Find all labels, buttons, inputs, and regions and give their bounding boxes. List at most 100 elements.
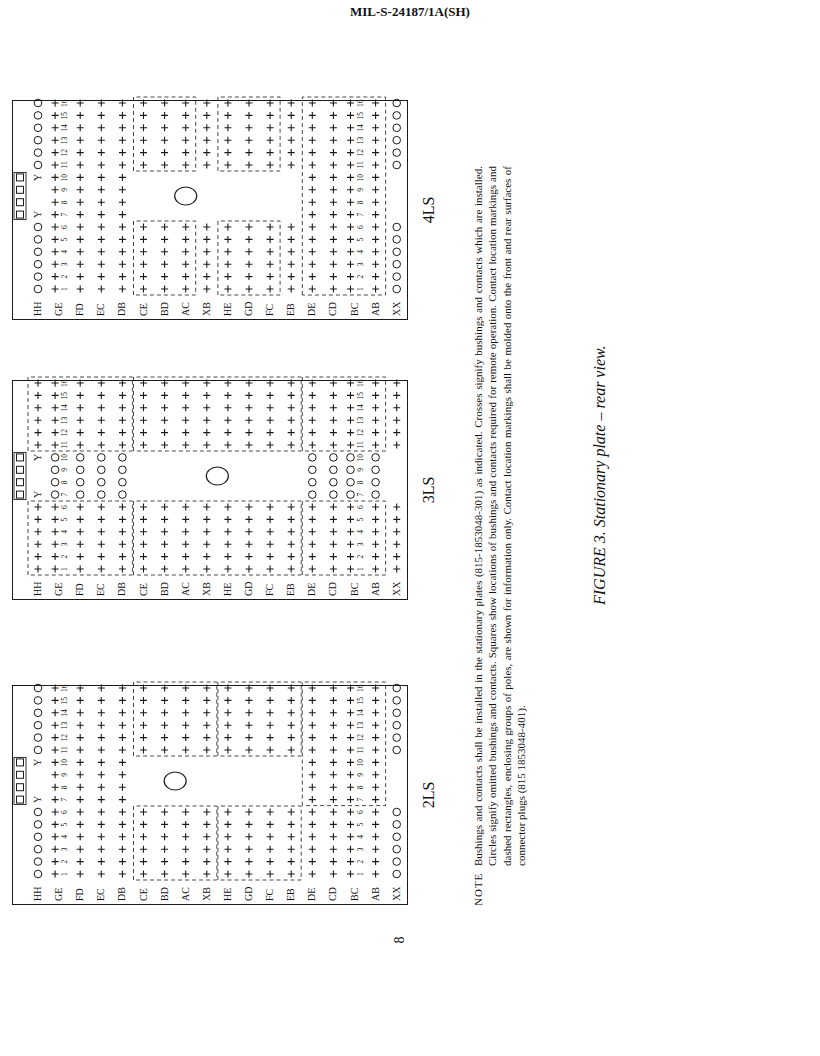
pole-number: 1 xyxy=(61,872,69,876)
omitted-circle xyxy=(76,466,84,474)
pole-number: 15 xyxy=(61,112,69,120)
omitted-circle xyxy=(309,454,317,462)
omitted-circle xyxy=(393,285,401,293)
omitted-circle xyxy=(34,734,42,742)
pole-number: 16 xyxy=(357,100,365,108)
omitted-circle xyxy=(34,273,42,281)
row-label: CD xyxy=(328,887,338,901)
omitted-circle xyxy=(34,149,42,157)
pole-number: 8 xyxy=(61,200,69,204)
omitted-circle xyxy=(34,721,42,729)
omitted-circle xyxy=(393,112,401,120)
omitted-circle xyxy=(347,466,355,474)
page-number: 8 xyxy=(393,937,407,944)
omitted-circle xyxy=(393,734,401,742)
pole-number: 3 xyxy=(357,542,365,546)
plate-grid xyxy=(14,97,401,295)
omitted-circle xyxy=(119,491,127,499)
pole-number: 13 xyxy=(61,137,69,145)
pole-number: 4 xyxy=(357,530,365,534)
omitted-circle xyxy=(393,260,401,268)
omitted-circle xyxy=(34,858,42,866)
row-label: XB xyxy=(202,302,212,316)
omitted-circle xyxy=(34,709,42,717)
pole-number: 1 xyxy=(61,287,69,291)
omitted-circle xyxy=(372,478,380,486)
row-label: HH xyxy=(33,582,43,596)
row-label: BD xyxy=(160,582,170,596)
row-label: EC xyxy=(96,303,106,316)
pole-number: 3 xyxy=(357,847,365,851)
pole-number: 6 xyxy=(61,505,69,509)
pole-number: 2 xyxy=(357,860,365,864)
pole-number: 12 xyxy=(357,734,365,742)
pole-number: 4 xyxy=(357,835,365,839)
pole-number: 6 xyxy=(357,505,365,509)
pole-number: 15 xyxy=(357,112,365,120)
center-hole xyxy=(164,772,186,790)
omitted-circle xyxy=(98,491,106,499)
omitted-circle xyxy=(393,161,401,169)
omitted-circle xyxy=(330,491,338,499)
omitted-circle xyxy=(372,454,380,462)
row-label: AB xyxy=(371,302,381,316)
omitted-circle xyxy=(393,821,401,829)
omitted-circle xyxy=(372,491,380,499)
pole-number: 6 xyxy=(357,225,365,229)
pole-number: 10 xyxy=(357,174,365,182)
pole-number: 12 xyxy=(61,149,69,157)
omitted-circle xyxy=(330,478,338,486)
omitted-circle xyxy=(34,845,42,853)
omitted-circle xyxy=(393,870,401,878)
omitted-circle xyxy=(76,478,84,486)
pole-number: 8 xyxy=(357,200,365,204)
dashed-group xyxy=(218,97,280,171)
y-marker: Y xyxy=(33,491,43,498)
row-label: XX xyxy=(392,887,402,901)
pole-number: 8 xyxy=(357,785,365,789)
pole-number: 2 xyxy=(357,555,365,559)
pole-number: 9 xyxy=(61,468,69,472)
omitted-circle xyxy=(34,124,42,132)
pole-number: 14 xyxy=(357,124,365,132)
remote-square xyxy=(17,211,24,218)
row-label: HH xyxy=(33,887,43,901)
pole-number: 12 xyxy=(357,429,365,437)
pole-number: 10 xyxy=(357,454,365,462)
omitted-circle xyxy=(309,478,317,486)
omitted-circle xyxy=(393,248,401,256)
pole-number: 3 xyxy=(61,847,69,851)
pole-number: 1 xyxy=(357,872,365,876)
center-hole xyxy=(206,467,228,485)
square-bracket xyxy=(14,757,26,804)
omitted-circle xyxy=(347,491,355,499)
pole-number: 5 xyxy=(61,518,69,522)
pole-number: 13 xyxy=(61,722,69,730)
row-label: XX xyxy=(392,582,402,596)
pole-number: 13 xyxy=(61,417,69,425)
pole-number: 14 xyxy=(61,124,69,132)
omitted-circle xyxy=(34,746,42,754)
pole-number: 4 xyxy=(61,250,69,254)
omitted-circle xyxy=(98,478,106,486)
pole-number: 2 xyxy=(61,555,69,559)
omitted-circle xyxy=(393,136,401,144)
pole-number: 16 xyxy=(61,380,69,388)
pole-number: 7 xyxy=(357,213,365,217)
note-text: Bushings and contacts shall be installed… xyxy=(471,166,528,866)
row-label: GE xyxy=(54,303,64,316)
row-label: FC xyxy=(265,584,275,596)
remote-square xyxy=(17,491,24,498)
row-label: CD xyxy=(328,582,338,596)
plate-name: 3LS xyxy=(421,381,437,599)
omitted-circle xyxy=(393,223,401,231)
omitted-circle xyxy=(393,709,401,717)
row-label: FC xyxy=(265,889,275,901)
remote-square xyxy=(17,174,24,181)
remote-square xyxy=(17,784,24,791)
omitted-circle xyxy=(76,491,84,499)
omitted-circle xyxy=(393,845,401,853)
omitted-circle xyxy=(309,491,317,499)
stationary-plate: 3LS xyxy=(12,380,408,600)
